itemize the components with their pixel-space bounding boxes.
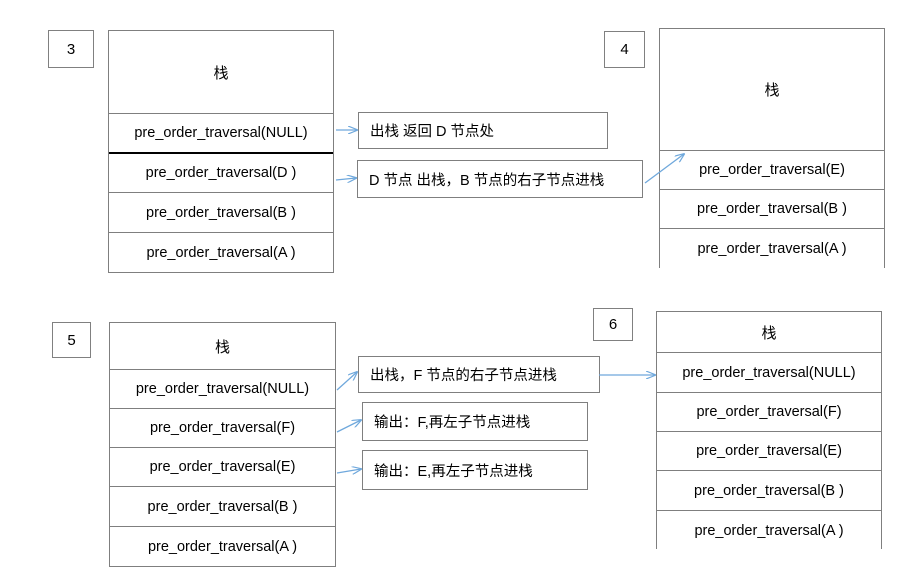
step-label-5: 5 (52, 322, 91, 358)
stack-6-header-text: 栈 (761, 324, 777, 342)
stack-row-label: pre_order_traversal(A ) (146, 244, 296, 261)
stack-4-row-1: pre_order_traversal(B ) (660, 190, 884, 229)
stack-4-row-0: pre_order_traversal(E) (660, 151, 884, 190)
stack-5-row-4: pre_order_traversal(A ) (110, 527, 335, 566)
step-label-3-text: 3 (66, 40, 76, 58)
step-label-6: 6 (593, 308, 633, 341)
stack-3-row-2: pre_order_traversal(B ) (109, 193, 333, 233)
stack-6-row-1: pre_order_traversal(F) (657, 393, 881, 432)
stack-5-row-1: pre_order_traversal(F) (110, 409, 335, 448)
note-top-1: D 节点 出栈，B 节点的右子节点进栈 (357, 160, 643, 198)
stack-4: 栈 pre_order_traversal(E) pre_order_trave… (659, 28, 885, 268)
stack-5-header-text: 栈 (214, 338, 230, 356)
stack-5: 栈 pre_order_traversal(NULL) pre_order_tr… (109, 322, 336, 567)
stack-3-row-1: pre_order_traversal(D ) (109, 154, 333, 193)
note-text: D 节点 出栈，B 节点的右子节点进栈 (369, 172, 605, 189)
stack-6: 栈 pre_order_traversal(NULL) pre_order_tr… (656, 311, 882, 550)
step-label-5-text: 5 (67, 331, 76, 349)
stack-row-label: pre_order_traversal(E) (696, 443, 842, 459)
step-label-4: 4 (604, 31, 645, 68)
note-bottom-0: 出栈，F 节点的右子节点进栈 (358, 356, 600, 393)
stack-3: 栈 pre_order_traversal(NULL) pre_order_tr… (108, 30, 334, 273)
stack-3-row-0: pre_order_traversal(NULL) (109, 114, 333, 154)
stack-6-header: 栈 (657, 312, 881, 353)
stack-5-row-3: pre_order_traversal(B ) (110, 487, 335, 527)
stack-row-label: pre_order_traversal(NULL) (134, 125, 308, 141)
stack-3-header-text: 栈 (213, 64, 229, 82)
note-top-0: 出栈 返回 D 节点处 (358, 112, 608, 149)
note-text: 出栈 返回 D 节点处 (370, 124, 495, 140)
stack-3-header: 栈 (109, 31, 333, 114)
stack-5-row-0: pre_order_traversal(NULL) (110, 370, 335, 409)
arrow-stack5-to-note1 (336, 420, 361, 433)
step-label-4-text: 4 (620, 41, 629, 58)
stack-row-label: pre_order_traversal(F) (149, 420, 296, 436)
stack-6-row-4: pre_order_traversal(A ) (657, 511, 881, 550)
arrow-stack5-to-note2 (336, 469, 361, 473)
note-text: 输出：F,再左子节点进栈 (374, 415, 531, 431)
note-text: 出栈，F 节点的右子节点进栈 (370, 368, 557, 384)
stack-row-label: pre_order_traversal(B ) (697, 201, 847, 217)
stack-row-label: pre_order_traversal(B ) (146, 204, 296, 221)
note-text: 输出：E,再左子节点进栈 (374, 463, 533, 480)
stack-3-row-3: pre_order_traversal(A ) (109, 233, 333, 272)
stack-4-header: 栈 (660, 29, 884, 151)
stack-4-header-text: 栈 (764, 82, 780, 99)
stack-row-label: pre_order_traversal(A ) (697, 240, 847, 257)
stack-6-row-3: pre_order_traversal(B ) (657, 471, 881, 511)
stack-row-label: pre_order_traversal(A ) (147, 538, 298, 555)
arrow-stack3-to-note1 (335, 178, 356, 180)
stack-row-label: pre_order_traversal(E) (699, 162, 845, 178)
stack-4-row-2: pre_order_traversal(A ) (660, 229, 884, 268)
stack-6-row-2: pre_order_traversal(E) (657, 432, 881, 471)
note-bottom-2: 输出：E,再左子节点进栈 (362, 450, 588, 490)
stack-row-label: pre_order_traversal(NULL) (135, 381, 310, 397)
stack-row-label: pre_order_traversal(B ) (694, 482, 844, 499)
stack-row-label: pre_order_traversal(E) (149, 459, 296, 475)
stack-5-row-2: pre_order_traversal(E) (110, 448, 335, 487)
stack-row-label: pre_order_traversal(NULL) (682, 364, 856, 381)
step-label-6-text: 6 (608, 316, 618, 333)
arrow-stack5-to-note0 (336, 372, 357, 391)
stack-row-label: pre_order_traversal(A ) (694, 522, 844, 539)
stack-5-header: 栈 (110, 323, 335, 370)
note-bottom-1: 输出：F,再左子节点进栈 (362, 402, 588, 441)
stack-row-label: pre_order_traversal(F) (696, 404, 842, 420)
step-label-3: 3 (48, 30, 94, 68)
stack-row-label: pre_order_traversal(B ) (147, 498, 298, 515)
stack-row-label: pre_order_traversal(D ) (145, 165, 297, 181)
stack-6-row-0: pre_order_traversal(NULL) (657, 353, 881, 393)
